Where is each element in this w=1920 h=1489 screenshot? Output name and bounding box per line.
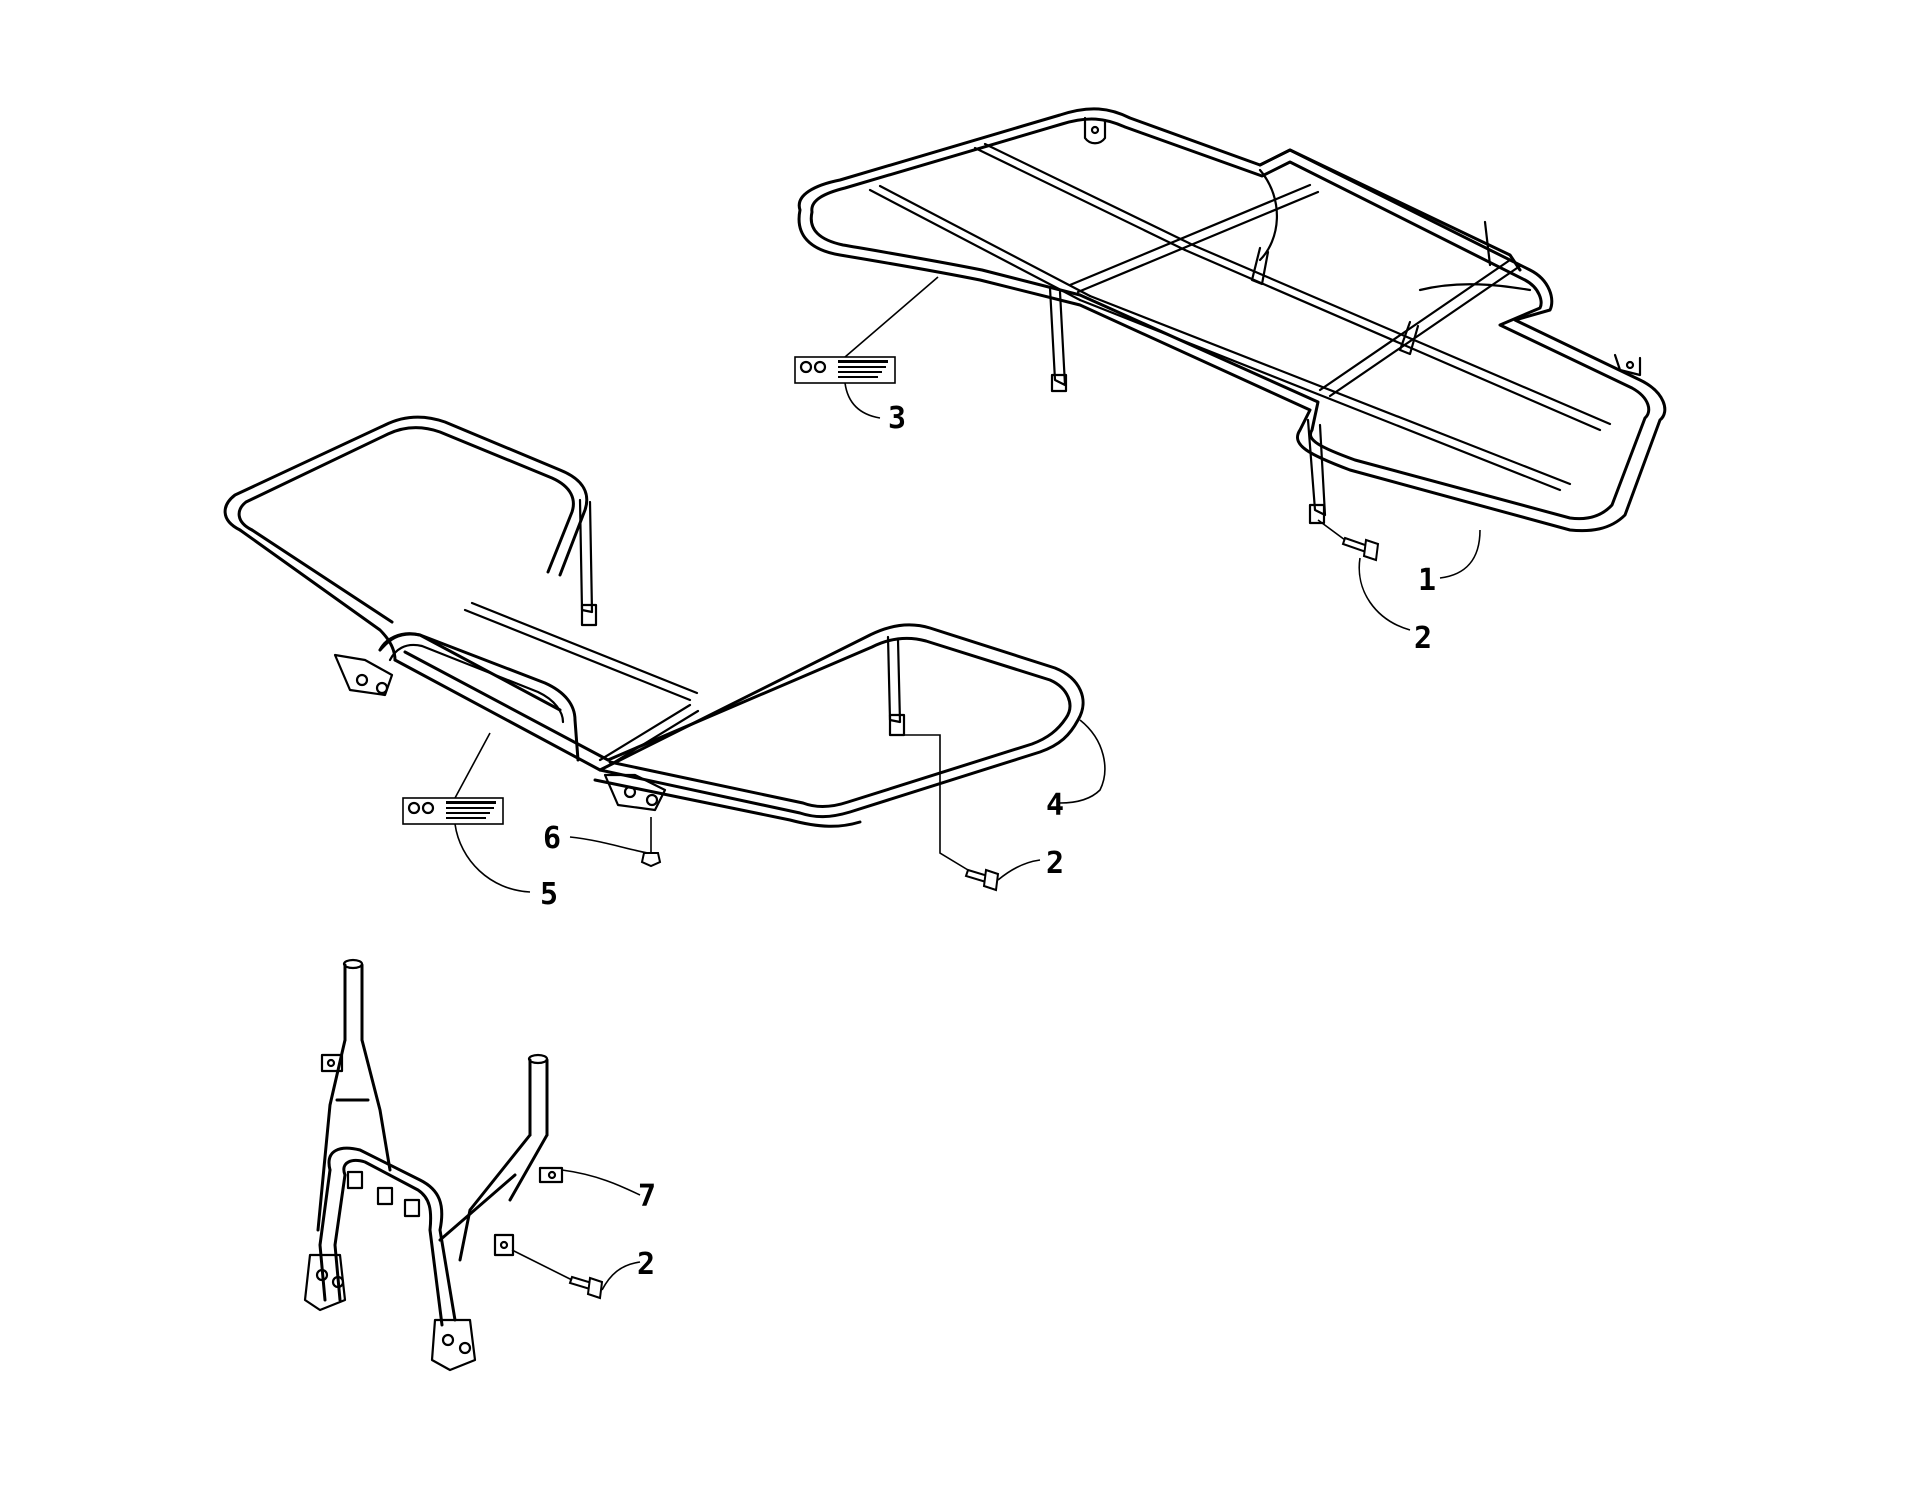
decal-rear <box>794 356 896 384</box>
callout-3: 3 <box>888 401 906 436</box>
bolt-front-rack <box>964 868 1000 892</box>
front-rack <box>223 415 1085 828</box>
callout-labels: 1 2 3 4 2 5 6 7 2 <box>540 401 1436 1282</box>
callout-4: 4 <box>1046 788 1064 823</box>
bolt-rear-rack <box>1341 536 1380 562</box>
callout-1: 1 <box>1418 563 1436 598</box>
leader-lines <box>454 276 1481 1291</box>
nut-front-rack <box>640 852 662 868</box>
rear-rack <box>797 107 1667 533</box>
callout-2-rear: 2 <box>1414 621 1432 656</box>
support-bracket <box>303 958 564 1372</box>
callout-6: 6 <box>543 821 561 856</box>
callout-2-bracket: 2 <box>637 1247 655 1282</box>
decal-front <box>402 797 504 825</box>
callout-7: 7 <box>638 1179 656 1214</box>
callout-2-front: 2 <box>1046 846 1064 881</box>
callout-5: 5 <box>540 877 558 912</box>
bolt-bracket <box>568 1275 604 1300</box>
